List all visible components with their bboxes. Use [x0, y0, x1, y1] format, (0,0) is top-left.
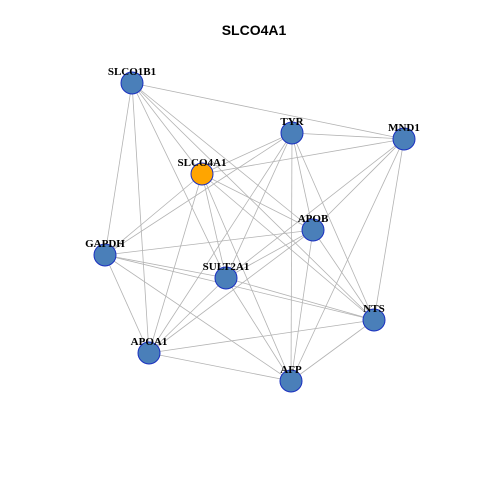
- node-layer: [93, 71, 416, 393]
- chart-title: SLCO4A1: [222, 22, 287, 38]
- edge-tyr-apob: [291, 132, 314, 231]
- edge-mnd1-slco4a1: [201, 138, 405, 175]
- edge-slco4a1-apoa1: [148, 173, 203, 354]
- node-label-sult2a1: SULT2A1: [203, 261, 250, 273]
- node-label-nts: NTS: [363, 303, 384, 315]
- node-tyr: [280, 121, 304, 145]
- node-label-apob: APOB: [298, 213, 329, 225]
- edge-tyr-nts: [291, 132, 375, 321]
- edge-sult2a1-nts: [225, 277, 375, 321]
- edge-apob-nts: [312, 229, 375, 321]
- node-label-apoa1: APOA1: [131, 336, 168, 348]
- edge-gapdh-sult2a1: [104, 254, 227, 279]
- edge-tyr-apoa1: [148, 132, 293, 354]
- edge-tyr-sult2a1: [225, 132, 293, 279]
- node-slco1b1: [120, 71, 144, 95]
- edge-slco4a1-sult2a1: [201, 173, 227, 279]
- node-label-gapdh: GAPDH: [85, 238, 125, 250]
- node-mnd1: [392, 127, 416, 151]
- node-label-tyr: TYR: [280, 116, 304, 128]
- edge-apob-gapdh: [104, 229, 314, 256]
- edge-slco1b1-mnd1: [131, 82, 405, 140]
- edge-tyr-mnd1: [291, 132, 405, 140]
- edge-slco1b1-slco4a1: [131, 82, 203, 175]
- node-label-slco1b1: SLCO1B1: [108, 66, 156, 78]
- edge-sult2a1-apoa1: [148, 277, 227, 354]
- edge-apob-sult2a1: [225, 229, 314, 279]
- edge-mnd1-apob: [312, 138, 405, 231]
- node-apob: [301, 218, 325, 242]
- edge-tyr-gapdh: [104, 132, 293, 256]
- edge-slco4a1-apob: [201, 173, 314, 231]
- edge-slco4a1-afp: [201, 173, 292, 382]
- node-slco4a1: [190, 162, 214, 186]
- edge-tyr-slco4a1: [201, 132, 293, 175]
- edge-apob-afp: [290, 229, 314, 382]
- edge-gapdh-apoa1: [104, 254, 150, 354]
- node-gapdh: [93, 243, 117, 267]
- edge-mnd1-afp: [290, 138, 405, 382]
- edge-slco4a1-nts: [201, 173, 375, 321]
- edge-gapdh-afp: [104, 254, 292, 382]
- node-label-mnd1: MND1: [388, 122, 420, 134]
- edge-layer: [104, 82, 405, 382]
- edge-apoa1-afp: [148, 352, 292, 382]
- edge-mnd1-nts: [373, 138, 405, 321]
- node-sult2a1: [214, 266, 238, 290]
- edge-slco1b1-gapdh: [104, 82, 133, 256]
- edge-mnd1-sult2a1: [225, 138, 405, 279]
- edge-apob-apoa1: [148, 229, 314, 354]
- edge-sult2a1-afp: [225, 277, 292, 382]
- node-apoa1: [137, 341, 161, 365]
- node-label-slco4a1: SLCO4A1: [178, 157, 227, 169]
- edge-slco1b1-apob: [131, 82, 314, 231]
- node-afp: [279, 369, 303, 393]
- node-label-afp: AFP: [280, 364, 302, 376]
- edge-nts-afp: [290, 319, 375, 382]
- edge-slco1b1-sult2a1: [131, 82, 227, 279]
- edge-tyr-afp: [290, 132, 293, 382]
- edge-slco1b1-nts: [131, 82, 375, 321]
- edge-slco4a1-gapdh: [104, 173, 203, 256]
- edge-gapdh-nts: [104, 254, 375, 321]
- edge-slco1b1-apoa1: [131, 82, 150, 354]
- node-nts: [362, 308, 386, 332]
- edge-nts-apoa1: [148, 319, 375, 354]
